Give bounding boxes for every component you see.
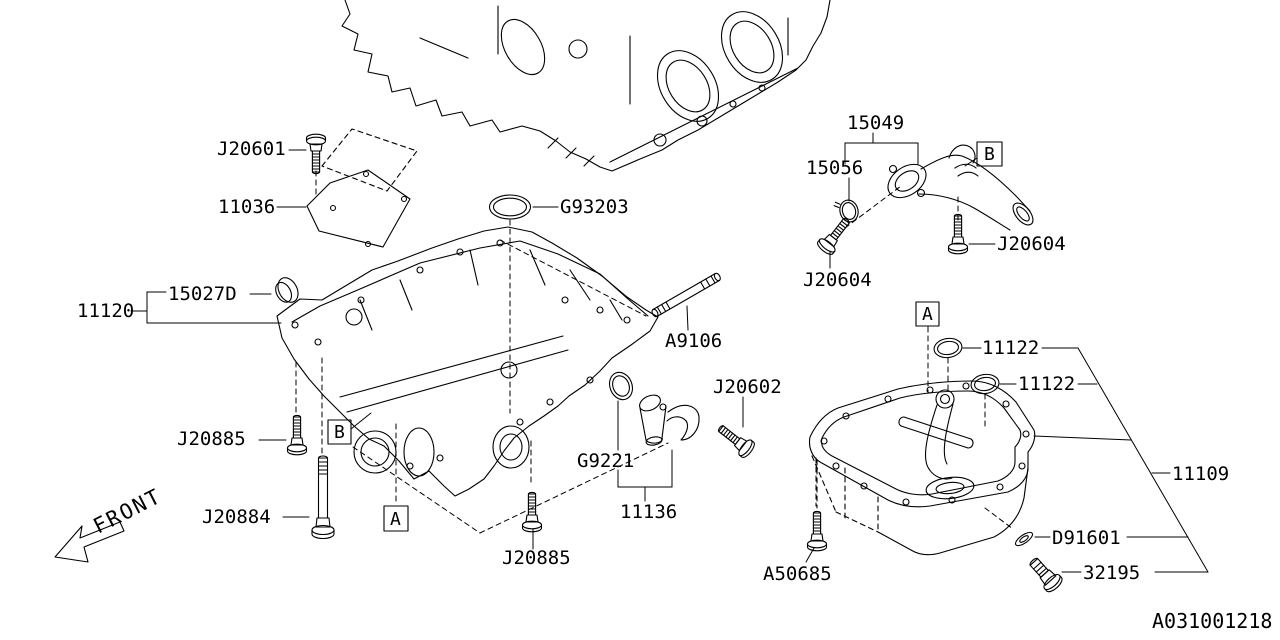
part-label-j20885-left: J20885 [177,428,246,450]
callout-letter-b-right: B [984,144,995,165]
part-label-11109: 11109 [1172,463,1229,485]
part-label-j20885-bottom: J20885 [502,547,571,569]
part-label-g93203: G93203 [560,196,629,218]
o-ring-g93203 [488,194,532,220]
assembly-dashed-lines [295,170,1014,534]
part-labels: J20601 11036 G93203 15027D 11120 J20885 … [77,112,1229,585]
hose-clamp-15056 [833,199,859,223]
cup-plug-15027d [275,277,299,303]
engine-block-drawing [341,0,831,172]
bolt-j20601 [305,133,327,175]
part-label-j20604-left: J20604 [803,269,872,291]
diagram-code: A031001218 [1152,609,1272,633]
front-arrow-icon [54,521,125,563]
part-label-j20601: J20601 [217,138,286,160]
o-ring-11122-upper [933,337,963,359]
part-label-11036: 11036 [218,196,275,218]
front-direction-indicator: FRONT [54,484,166,563]
leader-lines [130,132,1209,573]
bolt-j20885-bottom [521,491,543,533]
part-label-j20604-right: J20604 [997,233,1066,255]
callout-box-b-left: B [327,419,352,445]
callout-box-b-right: B [976,141,1003,167]
callout-letter-a-right: A [922,304,933,325]
oil-seal-g9221 [608,371,634,401]
oil-strainer [898,389,975,500]
part-label-11120: 11120 [77,300,134,322]
o-ring-11122-lower [970,373,1000,395]
part-label-11122-lower: 11122 [1018,373,1075,395]
bolt-j20602 [713,419,758,460]
part-label-15056: 15056 [806,157,863,179]
part-label-j20884: J20884 [202,506,271,528]
callout-box-a-left: A [383,505,409,532]
water-pipe-15049 [887,144,1034,231]
oil-pan-11109 [808,380,1036,556]
part-label-32195: 32195 [1083,562,1140,584]
callout-letter-a-left: A [390,509,401,530]
bolt-a50685 [806,510,828,552]
part-label-g9221: G9221 [577,450,634,472]
oil-level-gauge-11136 [639,394,700,446]
bolt-j20604-left [815,213,856,258]
front-label: FRONT [89,484,165,539]
part-label-15049: 15049 [847,112,904,134]
part-label-15027d: 15027D [168,283,237,305]
drain-plug-32195 [1029,557,1063,593]
part-label-d91601: D91601 [1052,527,1121,549]
part-label-11122-upper: 11122 [982,337,1039,359]
stud-a9106 [651,272,721,318]
bolt-j20885-left [286,414,308,456]
upper-oil-pan-11120 [276,226,659,497]
part-label-j20602: J20602 [713,376,782,398]
baffle-plate-11036 [306,128,418,248]
part-label-11136: 11136 [620,501,677,523]
callout-letter-b-left: B [334,422,345,443]
stud-j20884 [311,455,335,540]
part-label-a9106: A9106 [665,330,722,352]
part-label-a50685: A50685 [763,563,832,585]
gasket-washer-d91601 [1014,531,1034,547]
callout-box-a-right: A [915,301,940,327]
